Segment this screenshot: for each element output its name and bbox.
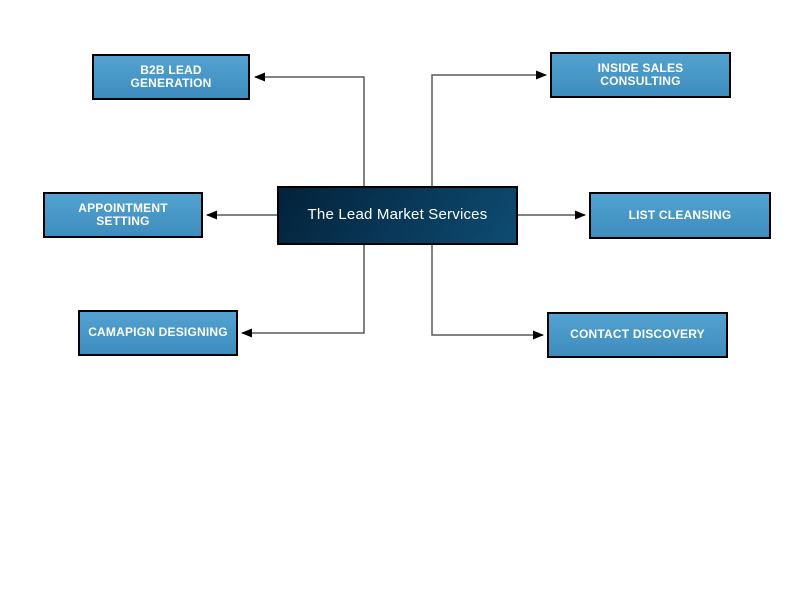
node-label: B2B LEAD GENERATION bbox=[130, 62, 212, 90]
node-appointment-setting: APPOINTMENT SETTING bbox=[43, 192, 203, 238]
edge-center-to-b2b-lead-generation bbox=[254, 72, 365, 186]
node-b2b-lead-generation: B2B LEAD GENERATION bbox=[92, 54, 250, 100]
node-contact-discovery: CONTACT DISCOVERY bbox=[547, 312, 728, 358]
node-camapign-designing: CAMAPIGN DESIGNING bbox=[78, 310, 238, 356]
center-label: The Lead Market Services bbox=[307, 206, 488, 224]
node-label: CAMAPIGN DESIGNING bbox=[88, 325, 228, 340]
node-label: CONTACT DISCOVERY bbox=[570, 327, 705, 342]
node-center-title: The Lead Market Services bbox=[277, 186, 518, 245]
node-list-cleansing: LIST CLEANSING bbox=[589, 192, 771, 239]
node-label: INSIDE SALES CONSULTING bbox=[597, 60, 684, 88]
node-label: APPOINTMENT SETTING bbox=[78, 200, 168, 228]
edge-center-to-camapign-designing bbox=[241, 245, 365, 338]
node-inside-sales-consulting: INSIDE SALES CONSULTING bbox=[550, 52, 731, 98]
edge-center-to-contact-discovery bbox=[431, 245, 544, 340]
node-label: LIST CLEANSING bbox=[628, 207, 732, 222]
edge-center-to-inside-sales-consulting bbox=[431, 70, 547, 186]
